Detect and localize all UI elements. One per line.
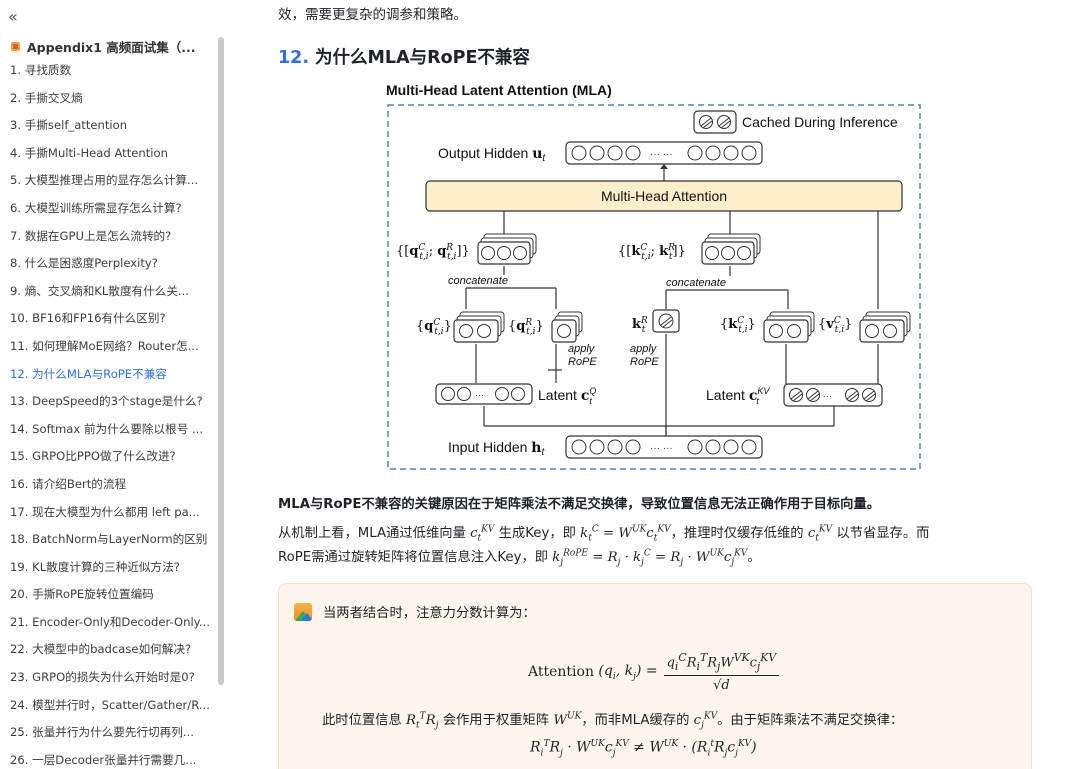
toc-header[interactable]: Appendix1 高频面试集（... (0, 35, 218, 57)
figure-title: Multi-Head Latent Attention (MLA) (386, 82, 612, 98)
callout-title: 当两者结合时，注意力分数计算为： (323, 606, 536, 621)
sidebar-item[interactable]: 8. 什么是困惑度Perplexity? (10, 256, 158, 271)
toc-header-label: Appendix1 高频面试集（... (27, 39, 196, 55)
sidebar-item[interactable]: 6. 大模型训练所需显存怎么计算? (10, 200, 182, 215)
sidebar-item[interactable]: 11. 如何理解MoE网络？Router怎... (10, 338, 199, 353)
sidebar-item[interactable]: 20. 手撕RoPE旋转位置编码 (10, 587, 154, 602)
sidebar-item[interactable]: 17. 现在大模型为什么都用 left pa... (10, 504, 200, 519)
callout-explanation: 此时位置信息 RtTRj 会作用于权重矩阵 WUK，而非MLA缓存的 cjKV。… (322, 711, 904, 731)
output-vector: ··· ··· (565, 141, 763, 165)
sidebar-item[interactable]: 3. 手撕self_attention (10, 118, 128, 133)
sidebar-item[interactable]: 13. DeepSpeed的3个stage是什么? (10, 394, 203, 409)
q-concatenate-label: concatenate (448, 275, 508, 287)
sidebar-item[interactable]: 7. 数据在GPU上是怎么流转的? (10, 228, 172, 243)
svg-text:··· ···: ··· ··· (650, 149, 673, 160)
section-heading: 12.为什么MLA与RoPE不兼容 (278, 44, 530, 69)
k-concat-stack (701, 233, 761, 265)
sidebar-item[interactable]: 9. 熵、交叉熵和KL散度有什么关... (10, 283, 189, 298)
mha-label: Multi-Head Attention (601, 188, 727, 204)
kc-stack (763, 311, 815, 343)
heading-number: 12. (278, 48, 310, 68)
latent-kv-cached-vector: ··· (783, 383, 883, 407)
sidebar-item[interactable]: 10. BF16和FP16有什么区别? (10, 311, 166, 326)
mechanism-paragraph-line1: 从机制上看，MLA通过低维向量 ctKV 生成Key，即 ktC = WUKct… (278, 524, 930, 544)
sidebar-item[interactable]: 25. 张量并行为什么要先行切再列... (10, 725, 194, 740)
cached-legend-icon (693, 110, 737, 134)
sidebar-item[interactable]: 1. 寻找质数 (10, 63, 72, 77)
noncommutative-equation: RiTRj · WUKcjKV ≠ WUK · (RitRjcjKV) (530, 739, 757, 759)
latent-q-vector: ··· (435, 383, 533, 405)
sidebar-item[interactable]: 15. GRPO比PPO做了什么改进? (10, 449, 176, 464)
sidebar-item[interactable]: 23. GRPO的损失为什么开始时是0? (10, 670, 195, 685)
output-hidden-label: Output Hidden ut (438, 145, 546, 164)
sidebar: « Appendix1 高频面试集（... 1. 寻找质数 2. 手撕交叉熵 3. … (0, 0, 232, 769)
key-reason: MLA与RoPE不兼容的关键原因在于矩阵乘法不满足交换律，导致位置信息无法正确作… (278, 497, 881, 512)
k-rope-label: RoPE (630, 356, 659, 368)
svg-text:···: ··· (823, 391, 832, 401)
input-hidden-label: Input Hidden ht (448, 439, 545, 458)
paragraph-tail: 效，需要更复杂的调参和策略。 (278, 7, 467, 23)
svg-text:···: ··· (475, 390, 484, 400)
sidebar-item[interactable]: 4. 手撕Multi-Head Attention (10, 145, 168, 160)
qr-stack (551, 311, 583, 343)
sidebar-item[interactable]: 21. Encoder-Only和Decoder-Only... (10, 614, 210, 629)
callout-box: 当两者结合时，注意力分数计算为： (278, 583, 1032, 769)
mha-block (425, 180, 903, 212)
qc-stack (453, 311, 505, 343)
q-apply-label: apply (568, 343, 596, 355)
q-rope-label: RoPE (568, 356, 597, 368)
k-concatenate-label: concatenate (666, 277, 726, 289)
article: 效，需要更复杂的调参和策略。 12.为什么MLA与RoPE不兼容 Multi-H… (278, 0, 1038, 769)
bookmark-icon (11, 41, 20, 51)
sidebar-item[interactable]: 24. 模型并行时，Scatter/Gather/R... (10, 697, 210, 712)
input-vector: ··· ··· (565, 435, 763, 459)
sidebar-item[interactable]: 19. KL散度计算的三种近似方法? (10, 559, 180, 574)
attention-formula: Attention (qi, kj) = qiCRiTRjWVKcjKV √d (528, 651, 780, 693)
q-concat-stack (477, 233, 537, 265)
figure-border (387, 104, 921, 470)
sidebar-item[interactable]: 12. 为什么MLA与RoPE不兼容 (10, 366, 167, 381)
sidebar-item[interactable]: 5. 大模型推理占用的显存怎么计算... (10, 173, 199, 188)
sidebar-item[interactable]: 2. 手撕交叉熵 (10, 90, 83, 105)
heading-text: 为什么MLA与RoPE不兼容 (315, 48, 530, 68)
cached-label: Cached During Inference (742, 114, 898, 130)
sidebar-scrollbar[interactable] (218, 37, 224, 685)
picture-icon (294, 603, 312, 621)
sidebar-item[interactable]: 18. BatchNorm与LayerNorm的区别 (10, 532, 208, 547)
sidebar-item[interactable]: 16. 请介绍Bert的流程 (10, 476, 127, 491)
vc-stack (859, 311, 911, 343)
sidebar-item[interactable]: 14. Softmax 前为什么要除以根号 ... (10, 421, 204, 436)
k-apply-label: apply (630, 343, 658, 355)
kr-cached-cell (652, 309, 680, 333)
sidebar-item[interactable]: 26. 一层Decoder张量并行需要几... (10, 752, 197, 767)
mla-figure: Multi-Head Latent Attention (MLA) Cached… (386, 80, 924, 476)
svg-text:··· ···: ··· ··· (650, 443, 673, 454)
toc-list: Appendix1 高频面试集（... 1. 寻找质数 2. 手撕交叉熵 3. 手撕… (0, 35, 218, 769)
mechanism-paragraph-line2: RoPE需通过旋转矩阵将位置信息注入Key，即 kjRoPE = Rj · kj… (278, 548, 761, 568)
sidebar-item[interactable]: 22. 大模型中的badcase如何解决? (10, 642, 192, 657)
double-chevron-left-icon[interactable]: « (8, 7, 18, 26)
